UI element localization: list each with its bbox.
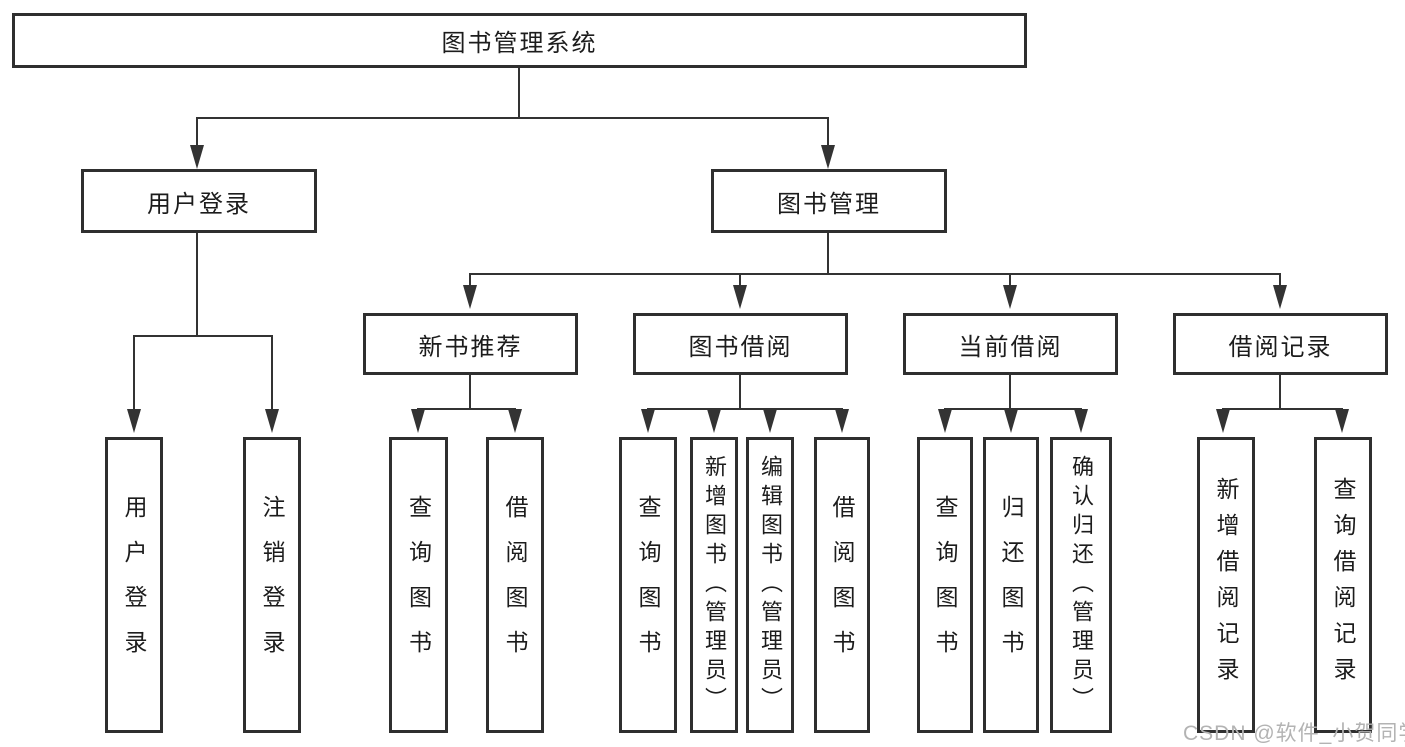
leaf-add-borrow-record: 新增借阅记录 [1197,437,1255,733]
csdn-watermark: CSDN @软件_小贺同学 [1183,722,1405,745]
arrowhead-down-icon [763,409,777,433]
arrowhead-down-icon [821,145,835,169]
connector-mgmt-drop-3 [1009,273,1011,287]
connector-borrowing-crossbar [647,408,843,410]
arrowhead-down-icon [1335,409,1349,433]
node-book-management: 图书管理 [711,169,947,233]
leaf-edit-books-admin-label: 编辑图书（管理员） [758,454,783,716]
arrowhead-down-icon [938,409,952,433]
connector-current-trunk [1009,375,1011,410]
arrowhead-down-icon [1074,409,1088,433]
leaf-query-books-borrowing: 查询图书 [619,437,677,733]
leaf-borrow-books-recommend: 借阅图书 [486,437,544,733]
leaf-query-books-borrowing-label: 查询图书 [635,495,661,675]
node-current-borrowing: 当前借阅 [903,313,1118,375]
leaf-add-borrow-record-label: 新增借阅记录 [1213,477,1239,693]
connector-mgmt-trunk [827,233,829,275]
node-root-label: 图书管理系统 [441,30,598,57]
leaf-return-books-label: 归还图书 [998,495,1024,675]
leaf-query-books-recommend-label: 查询图书 [405,495,432,675]
connector-mgmt-drop-1 [469,273,471,287]
node-user-login-label: 用户登录 [147,190,251,218]
leaf-query-borrow-record: 查询借阅记录 [1314,437,1372,733]
connector-userlogin-crossbar [133,335,273,337]
leaf-add-books-admin: 新增图书（管理员） [690,437,738,733]
leaf-return-books: 归还图书 [983,437,1039,733]
connector-root-drop-left [196,117,198,149]
connector-borrowing-trunk [739,375,741,410]
arrowhead-down-icon [508,409,522,433]
leaf-query-books-current: 查询图书 [917,437,973,733]
node-root: 图书管理系统 [12,13,1027,68]
leaf-edit-books-admin: 编辑图书（管理员） [746,437,794,733]
leaf-user-login-label: 用户登录 [121,495,147,675]
arrowhead-down-icon [733,285,747,309]
arrowhead-down-icon [127,409,141,433]
node-new-book-recommend-label: 新书推荐 [418,333,523,361]
leaf-user-login: 用户登录 [105,437,163,733]
node-user-login: 用户登录 [81,169,317,233]
arrowhead-down-icon [190,145,204,169]
leaf-logout: 注销登录 [243,437,301,733]
connector-root-trunk [518,68,520,118]
arrowhead-down-icon [265,409,279,433]
arrowhead-down-icon [1216,409,1230,433]
connector-mgmt-crossbar [469,273,1281,275]
node-book-borrowing-label: 图书借阅 [688,333,793,361]
connector-mgmt-drop-4 [1279,273,1281,287]
connector-recommend-crossbar [417,408,516,410]
arrowhead-down-icon [641,409,655,433]
connector-userlogin-drop-right [271,335,273,411]
node-book-borrowing: 图书借阅 [633,313,848,375]
leaf-query-books-current-label: 查询图书 [932,495,958,675]
arrowhead-down-icon [1273,285,1287,309]
node-new-book-recommend: 新书推荐 [363,313,578,375]
leaf-borrow-books-borrowing-label: 借阅图书 [829,495,855,675]
node-borrowing-records: 借阅记录 [1173,313,1388,375]
arrowhead-down-icon [463,285,477,309]
node-borrowing-records-label: 借阅记录 [1228,333,1333,361]
connector-root-drop-right [827,117,829,149]
connector-recommend-trunk [469,375,471,410]
arrowhead-down-icon [1003,285,1017,309]
node-current-borrowing-label: 当前借阅 [958,333,1063,361]
connector-root-crossbar [196,117,829,119]
leaf-add-books-admin-label: 新增图书（管理员） [702,454,727,716]
arrowhead-down-icon [707,409,721,433]
leaf-borrow-books-recommend-label: 借阅图书 [502,495,528,675]
arrowhead-down-icon [1004,409,1018,433]
connector-mgmt-drop-2 [739,273,741,287]
node-book-management-label: 图书管理 [777,190,881,218]
leaf-confirm-return-admin: 确认归还（管理员） [1050,437,1112,733]
connector-records-crossbar [1222,408,1343,410]
leaf-logout-label: 注销登录 [259,495,285,675]
connector-userlogin-drop-left [133,335,135,411]
connector-userlogin-trunk [196,233,198,337]
arrowhead-down-icon [411,409,425,433]
leaf-borrow-books-borrowing: 借阅图书 [814,437,870,733]
connector-records-trunk [1279,375,1281,410]
leaf-confirm-return-admin-label: 确认归还（管理员） [1069,454,1094,716]
arrowhead-down-icon [835,409,849,433]
leaf-query-borrow-record-label: 查询借阅记录 [1330,477,1356,693]
leaf-query-books-recommend: 查询图书 [389,437,448,733]
